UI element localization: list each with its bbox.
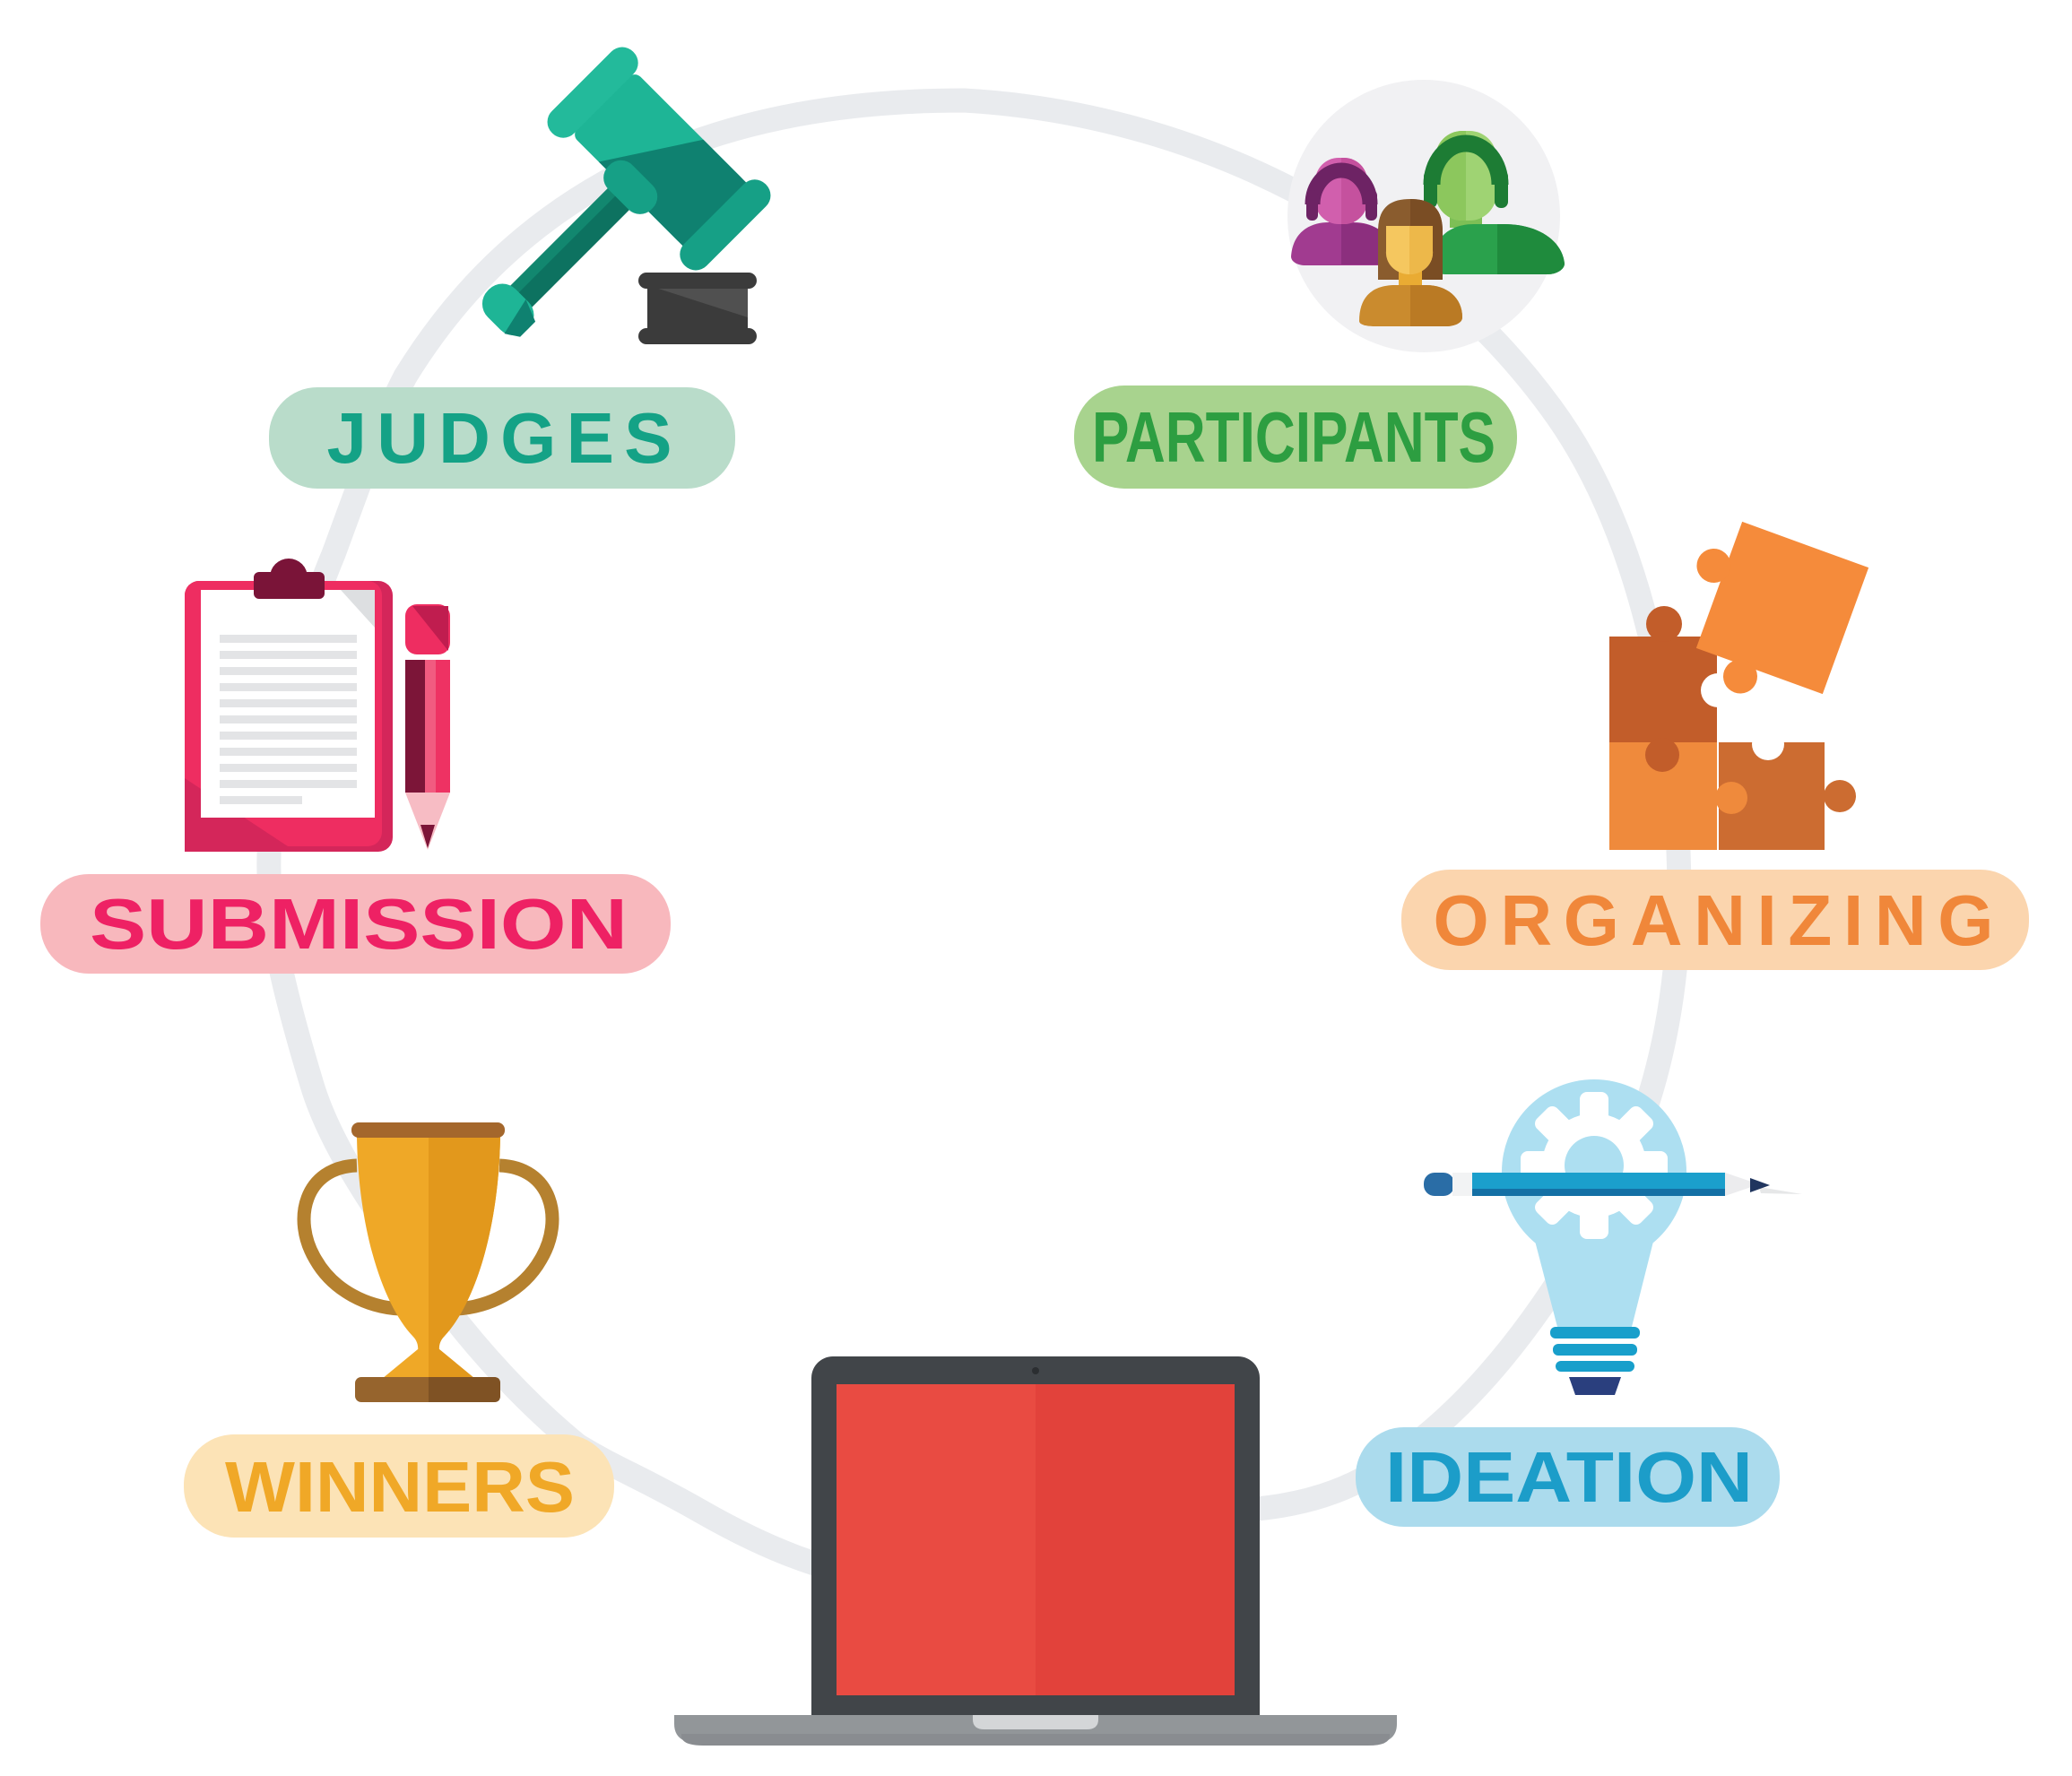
ideation-pill <box>1356 1427 1780 1527</box>
winners-pill <box>184 1434 614 1538</box>
paper-text-lines <box>220 635 357 804</box>
webcam-dot <box>1032 1367 1039 1374</box>
gavel-icon <box>481 47 771 344</box>
person-orange <box>1359 199 1462 326</box>
organizing-label: ORGANIZING <box>1434 880 1994 960</box>
stage-pill-ideation: IDEATION <box>1356 1427 1780 1527</box>
laptop-screen-right <box>1036 1384 1235 1695</box>
organizing-pill <box>1401 870 2029 970</box>
stage-pill-winners: WINNERS <box>184 1434 614 1538</box>
puzzle-icon <box>1609 521 1869 850</box>
trophy-icon <box>297 1122 559 1402</box>
participants-icon <box>1287 80 1565 352</box>
ideation-label: IDEATION <box>1385 1437 1753 1517</box>
participants-label: PARTICIPANTS <box>1092 397 1495 477</box>
pencil-vertical-icon <box>405 604 450 850</box>
winners-label: WINNERS <box>225 1447 575 1527</box>
judges-pill <box>269 387 735 489</box>
stage-pill-participants: PARTICIPANTS <box>1074 386 1517 489</box>
submission-pill <box>40 874 671 974</box>
clipboard-icon <box>185 559 450 852</box>
stage-pill-judges: JUDGES <box>269 387 735 489</box>
gavel-block <box>638 273 757 344</box>
gear-icon <box>1521 1092 1668 1239</box>
submission-label: SUBMISSION <box>90 884 628 964</box>
idea-bulb-icon <box>1424 1079 1802 1395</box>
puzzle-floating-piece <box>1695 521 1869 695</box>
stage-pill-submission: SUBMISSION <box>40 874 671 974</box>
laptop-screen-left <box>837 1384 1036 1695</box>
person-green <box>1423 131 1565 274</box>
laptop-notch <box>973 1715 1098 1729</box>
stage-pill-organizing: ORGANIZING <box>1401 870 2029 970</box>
pencil-horizontal-icon <box>1424 1173 1802 1196</box>
laptop-icon <box>674 1356 1397 1746</box>
participants-pill <box>1074 386 1517 489</box>
